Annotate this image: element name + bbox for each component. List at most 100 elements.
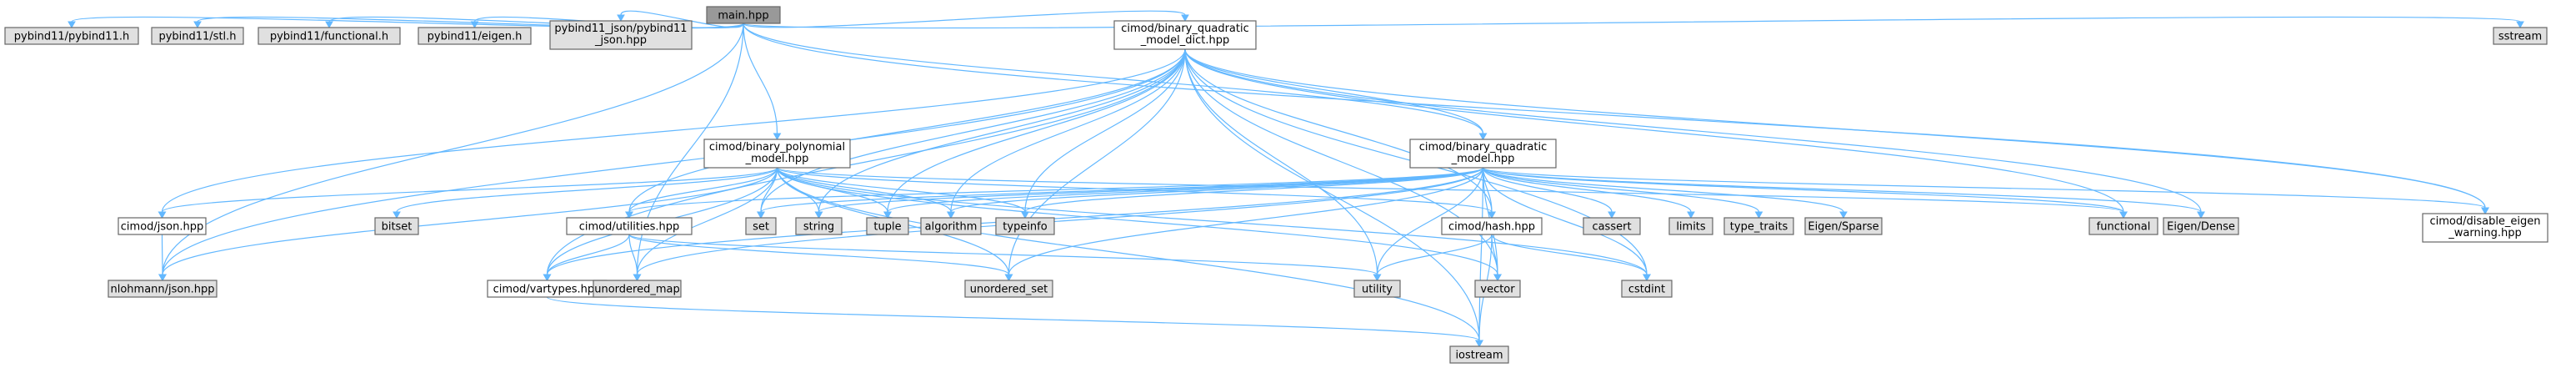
node-iostream: iostream	[1449, 345, 1509, 364]
edge-utilities-to-unordered_map	[628, 234, 642, 282]
node-label: _warning.hpp	[2448, 227, 2521, 239]
node-set: set	[745, 217, 777, 235]
edge-bqm-to-limits	[1482, 167, 1695, 219]
node-label: cimod/vartypes.hpp	[493, 284, 602, 296]
node-label: pybind11/functional.h	[270, 31, 388, 43]
node-functional_h: pybind11/functional.h	[258, 27, 401, 45]
node-typeinfo: typeinfo	[995, 217, 1055, 235]
node-nlohmann: nlohmann/json.hpp	[108, 280, 218, 298]
node-label: _model.hpp	[1451, 153, 1515, 165]
node-algorithm: algorithm	[920, 217, 982, 235]
node-label: nlohmann/json.hpp	[111, 284, 215, 296]
node-utility: utility	[1353, 280, 1401, 298]
node-eigen_dense: Eigen/Dense	[2163, 217, 2239, 235]
node-type_traits: type_traits	[1723, 217, 1794, 235]
node-sstream: sstream	[2493, 27, 2548, 45]
edge-bpm-to-set	[757, 167, 778, 219]
node-label: cstdint	[1628, 284, 1665, 296]
node-label: Eigen/Sparse	[1808, 221, 1878, 234]
node-label: tuple	[873, 221, 901, 234]
node-label: typeinfo	[1003, 221, 1047, 234]
node-label: functional	[2097, 221, 2151, 234]
edge-bqm_dict-to-nlohmann	[158, 48, 1186, 282]
edge-hash-to-cstdint	[1491, 234, 1651, 282]
edge-bqm-to-algorithm	[947, 167, 1484, 219]
node-pb11: pybind11/pybind11.h	[4, 27, 139, 45]
edge-bpm-to-bitset	[393, 167, 778, 219]
node-bqm[interactable]: cimod/binary_quadratic_model.hpp	[1409, 139, 1557, 169]
node-vartypes[interactable]: cimod/vartypes.hpp	[487, 280, 608, 298]
node-utilities[interactable]: cimod/utilities.hpp	[566, 217, 693, 235]
node-label: sstream	[2498, 31, 2542, 43]
edge-main-to-pb11json	[617, 10, 744, 28]
edge-bqm-to-eigen_dense	[1482, 167, 2205, 219]
node-label: algorithm	[925, 221, 978, 234]
node-pb11json: pybind11_json/pybind11_json.hpp	[549, 20, 693, 50]
node-bitset: bitset	[374, 217, 419, 235]
node-label: cimod/binary_quadratic	[1121, 23, 1249, 35]
edge-bqm_dict-to-utility	[1184, 48, 1382, 282]
edge-bqm-to-typeinfo	[1021, 167, 1484, 219]
node-tuple: tuple	[866, 217, 909, 235]
node-eigen_sparse: Eigen/Sparse	[1804, 217, 1883, 235]
node-stl: pybind11/stl.h	[151, 27, 244, 45]
node-label: limits	[1676, 221, 1706, 234]
node-functional: functional	[2088, 217, 2158, 235]
node-label: unordered_set	[970, 284, 1048, 296]
node-label: string	[803, 221, 834, 234]
node-label: type_traits	[1730, 221, 1788, 234]
node-label: _json.hpp	[594, 34, 647, 47]
node-vector: vector	[1474, 280, 1521, 298]
node-label: vector	[1480, 284, 1515, 296]
edge-hash-to-utility	[1373, 234, 1493, 282]
edge-main-to-bqm_dict	[743, 10, 1189, 28]
node-label: _model_dict.hpp	[1140, 34, 1229, 47]
node-label: cimod/json.hpp	[121, 221, 203, 234]
edge-bqm_dict-to-utilities	[625, 48, 1186, 219]
node-unordered_set: unordered_set	[964, 280, 1053, 298]
edge-bqm-to-cassert	[1482, 167, 1616, 219]
edge-bqm-to-type_traits	[1482, 167, 1763, 219]
edge-json-to-nlohmann	[158, 234, 167, 282]
node-unordered_map: unordered_map	[593, 280, 682, 298]
node-bqm_dict[interactable]: cimod/binary_quadratic_model_dict.hpp	[1113, 20, 1257, 50]
node-json[interactable]: cimod/json.hpp	[118, 217, 207, 235]
node-cassert: cassert	[1583, 217, 1641, 235]
node-label: pybind11_json/pybind11	[554, 23, 687, 35]
edge-bqm-to-disable_eigen	[1482, 167, 2489, 215]
node-label: main.hpp	[718, 10, 768, 23]
edge-utilities-to-unordered_set	[628, 234, 1013, 282]
edge-bqm_dict-to-eigen_dense	[1184, 48, 2205, 219]
edge-bqm_dict-to-bqm	[1184, 48, 1488, 141]
node-main[interactable]: main.hpp	[706, 6, 781, 24]
node-hash[interactable]: cimod/hash.hpp	[1441, 217, 1543, 235]
edge-main-to-sstream	[743, 16, 2524, 29]
node-label: Eigen/Dense	[2167, 221, 2235, 234]
node-label: cimod/utilities.hpp	[579, 221, 680, 234]
node-bpm[interactable]: cimod/binary_polynomial_model.hpp	[703, 139, 851, 169]
edge-bqm-to-eigen_sparse	[1482, 167, 1848, 219]
node-label: unordered_map	[594, 284, 680, 296]
node-label: pybind11/pybind11.h	[14, 31, 129, 43]
node-label: cimod/disable_eigen	[2429, 215, 2540, 228]
edge-vartypes-to-iostream	[546, 296, 1483, 348]
node-label: iostream	[1455, 350, 1503, 362]
edge-bpm-to-json	[158, 167, 778, 219]
node-cstdint: cstdint	[1621, 280, 1673, 298]
node-label: cimod/binary_polynomial	[709, 141, 845, 154]
nodes-layer: main.hpp pybind11/pybind11.h pybind11/stl.…	[4, 6, 2548, 364]
node-label: pybind11/stl.h	[158, 31, 236, 43]
edge-main-to-bpm	[743, 23, 782, 141]
node-limits: limits	[1668, 217, 1713, 235]
node-label: pybind11/eigen.h	[428, 31, 523, 43]
edge-utilities-to-vartypes	[543, 234, 630, 282]
edges-layer	[68, 10, 2524, 348]
node-string: string	[795, 217, 843, 235]
node-disable_eigen[interactable]: cimod/disable_eigen_warning.hpp	[2422, 213, 2548, 243]
node-label: bitset	[382, 221, 413, 234]
edge-bpm-to-tuple	[776, 167, 892, 219]
node-eigen_h: pybind11/eigen.h	[418, 27, 532, 45]
node-label: utility	[1362, 284, 1393, 296]
edge-bqm-to-utilities	[625, 167, 1484, 219]
